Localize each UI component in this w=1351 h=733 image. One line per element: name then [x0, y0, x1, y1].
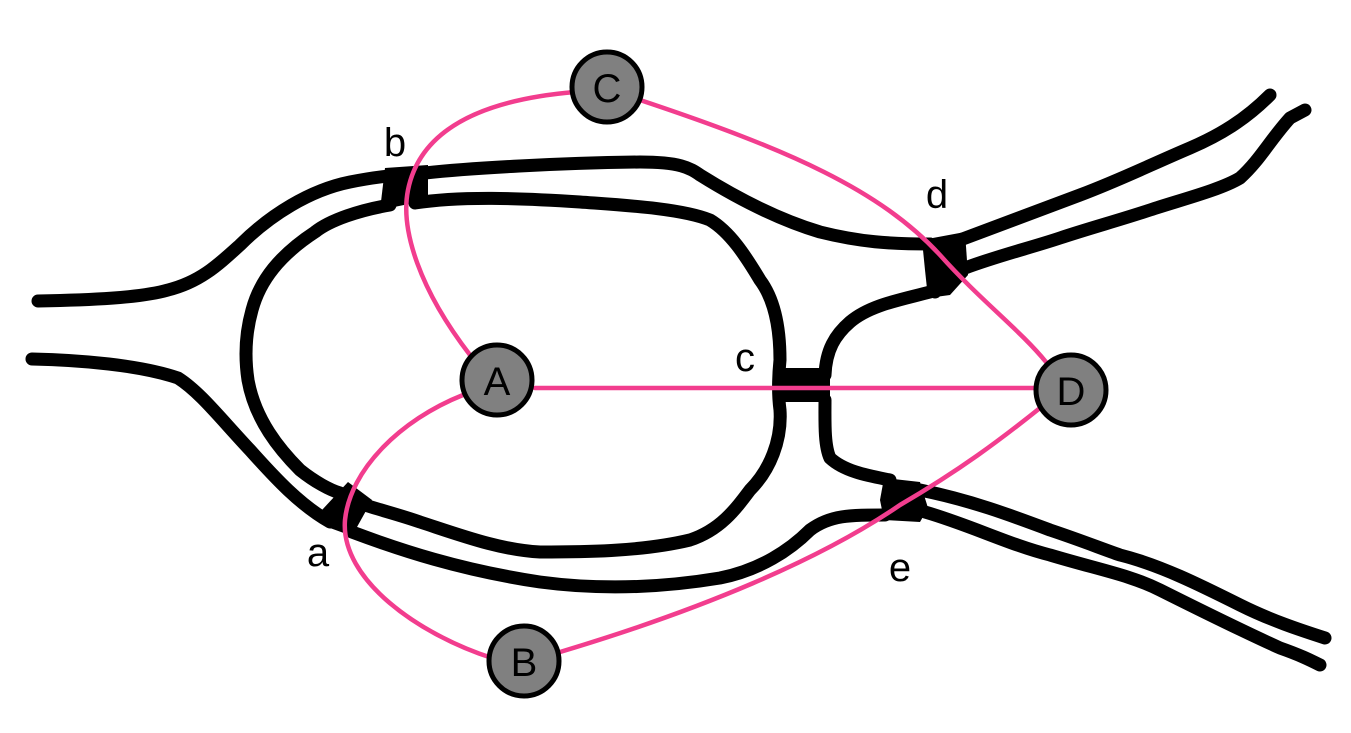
node-C-circle	[569, 49, 645, 125]
bridge-c	[778, 368, 830, 402]
node-C[interactable]: C	[569, 49, 645, 125]
graph-edges	[342, 89, 1049, 661]
node-A-circle	[459, 342, 535, 418]
river-banks	[25, 88, 1332, 672]
node-D-circle	[1033, 352, 1109, 428]
node-B[interactable]: B	[486, 623, 562, 699]
river-bank-right-top-1	[953, 88, 1277, 247]
node-B-circle	[486, 623, 562, 699]
bridge-label-b: b	[384, 121, 406, 165]
edge-B-D	[557, 405, 1043, 655]
bridge-labels: a b c d e	[307, 121, 948, 590]
river-bank-right-bottom-1	[913, 483, 1332, 645]
edge-A-C	[404, 89, 578, 358]
node-D[interactable]: D	[1033, 352, 1109, 428]
bridge-label-c: c	[735, 336, 755, 380]
bridge-label-a: a	[307, 531, 330, 575]
edge-A-B	[342, 392, 495, 661]
river-bank-outer-bottom	[345, 508, 892, 594]
edge-C-D	[637, 97, 1049, 365]
river-bank-island-top	[358, 191, 787, 559]
node-C-label: C	[593, 67, 622, 111]
river-bank-east-upper	[818, 285, 937, 382]
bridge-b	[380, 165, 428, 210]
bridge-label-e: e	[889, 546, 911, 590]
node-A-label: A	[484, 360, 511, 404]
node-B-label: B	[511, 641, 538, 685]
river-bank-right-bottom-2	[918, 505, 1327, 672]
river-bank-east-lower	[818, 393, 897, 487]
river-bank-right-top-2	[958, 103, 1312, 275]
node-A[interactable]: A	[459, 342, 535, 418]
river-bank-outer-top	[31, 155, 937, 308]
bridge-label-d: d	[926, 173, 948, 217]
graph-nodes: A B C D	[459, 49, 1109, 699]
river-bank-lower-left	[25, 352, 337, 529]
river-bank-island-left	[239, 198, 397, 500]
node-D-label: D	[1057, 370, 1086, 414]
